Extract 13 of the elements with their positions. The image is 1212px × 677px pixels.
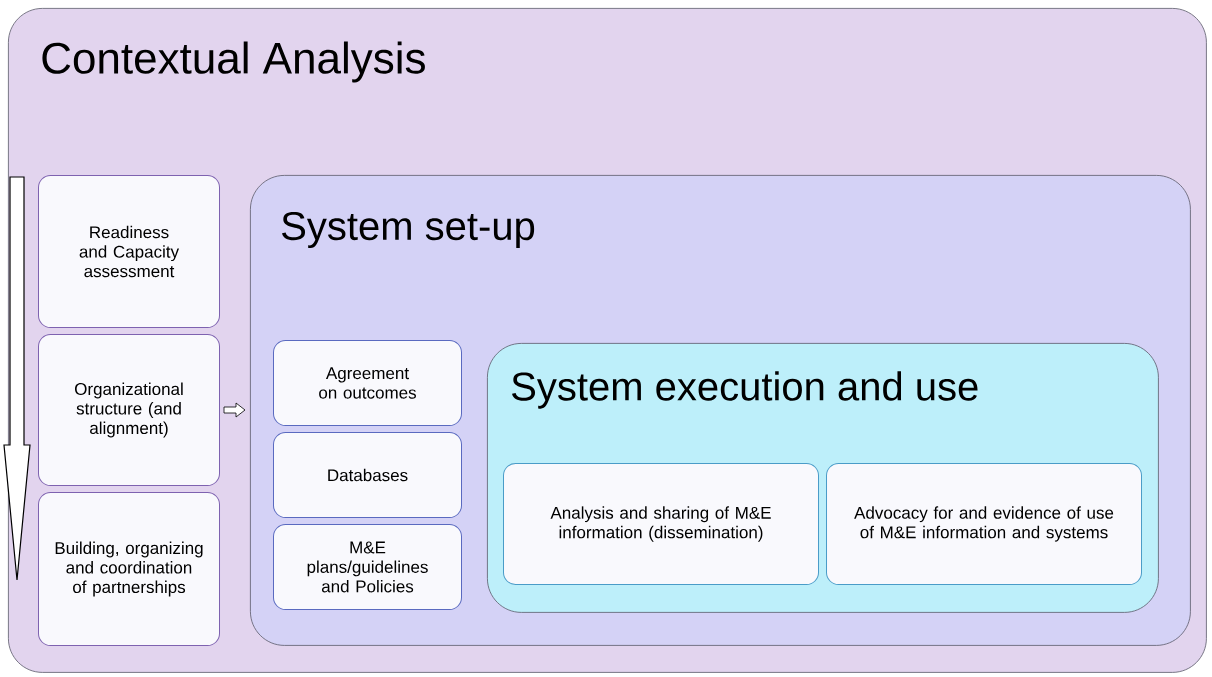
text-box: Databases: [273, 432, 462, 518]
text-box: Analysis and sharing of M&E information (dissemination): [503, 463, 819, 585]
panel-title: System execution and use: [512, 371, 978, 409]
text-box: Agreement on outcomes: [273, 340, 462, 426]
panel-title: Contextual Analysis: [42, 41, 425, 83]
block-arrow: [223, 402, 246, 418]
panel-title: System set-up: [282, 211, 535, 249]
text-box: Organizational structure (and alignment): [38, 334, 220, 486]
text-box: Advocacy for and evidence of use of M&E information and systems: [826, 463, 1142, 585]
text-box: Readiness and Capacity assessment: [38, 175, 220, 328]
text-box: Building, organizing and coordination of partnerships: [38, 492, 220, 646]
block-arrow: [3, 176, 31, 581]
text-box: M&E plans/guidelines and Policies: [273, 524, 462, 610]
